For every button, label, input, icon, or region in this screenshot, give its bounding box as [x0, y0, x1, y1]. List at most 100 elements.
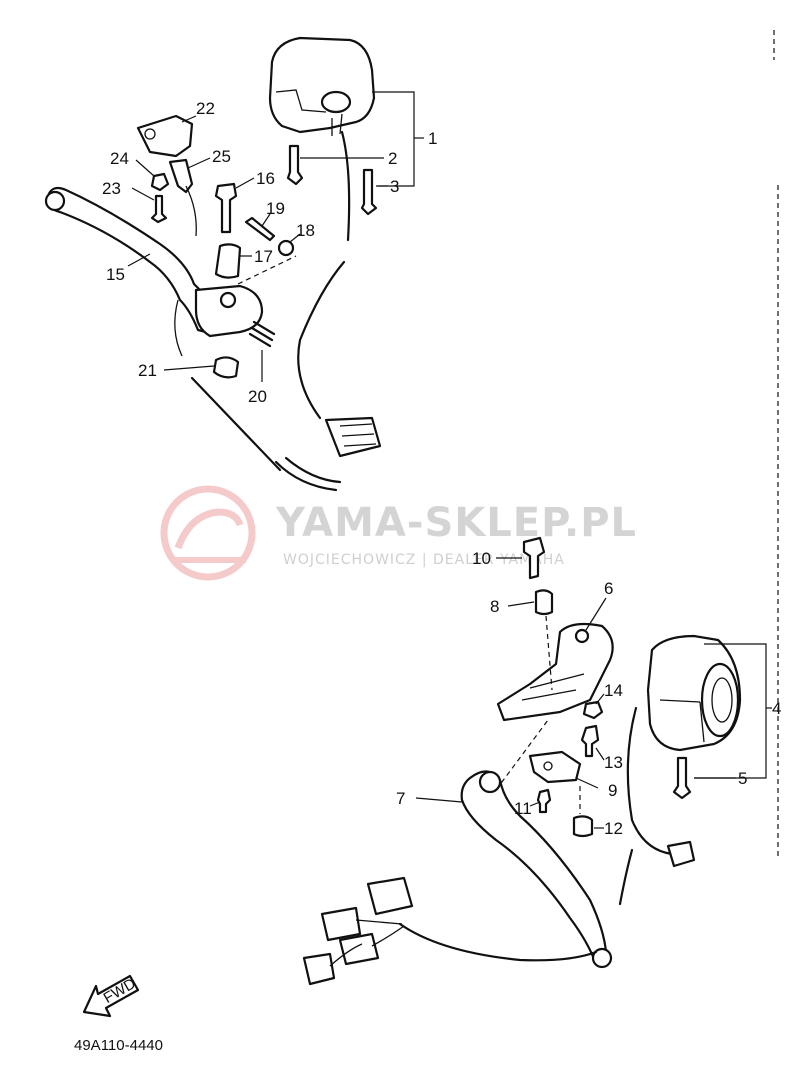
- leader-19: [261, 213, 271, 227]
- right-switch-connector: [666, 840, 696, 868]
- bolt-19: [244, 216, 276, 242]
- leader-8: [507, 601, 535, 607]
- callout-19: 19: [266, 199, 285, 218]
- throttle-opening: [700, 662, 740, 738]
- brake-harness: [398, 922, 598, 962]
- leader-9: [575, 777, 599, 789]
- callout-14: 14: [604, 681, 623, 700]
- callout-10: 10: [472, 549, 491, 568]
- collar-17: [214, 243, 242, 279]
- bracket-25: [168, 158, 194, 194]
- switch-stem: [331, 113, 343, 136]
- callout-16: 16: [256, 169, 275, 188]
- screw-13: [580, 724, 600, 758]
- watermark-logo: [160, 485, 256, 581]
- switch-knob: [320, 90, 352, 114]
- brake-switch-hole: [543, 761, 553, 771]
- left-handlebar-switch: [268, 36, 376, 134]
- leader-13: [595, 747, 605, 761]
- bolt-10: [522, 536, 546, 580]
- nut-14: [582, 700, 604, 720]
- callout-4: 4: [772, 699, 781, 718]
- brake-lever-holder: [496, 622, 614, 722]
- callout-25: 25: [212, 147, 231, 166]
- lower-switch-assembly: [302, 536, 742, 986]
- callout-12: 12: [604, 819, 623, 838]
- callout-23: 23: [102, 179, 121, 198]
- callout-6: 6: [604, 579, 613, 598]
- harness-upper: [618, 848, 634, 906]
- connector-pins: [339, 423, 377, 447]
- callout-18: 18: [296, 221, 315, 240]
- switch-wire: [340, 130, 351, 242]
- callout-24: 24: [110, 149, 129, 168]
- leader-15: [127, 253, 151, 267]
- harness-leads: [329, 919, 405, 967]
- switch-screw-3: [360, 168, 378, 216]
- callout-17: 17: [254, 247, 273, 266]
- callout-5: 5: [738, 769, 747, 788]
- right-switch-wire: [626, 706, 674, 856]
- leader-22: [181, 115, 197, 123]
- callout-20: 20: [248, 387, 267, 406]
- leader-18: [289, 233, 301, 243]
- leader-1-bracket: [372, 91, 415, 187]
- spring-20: [248, 320, 276, 348]
- clutch-switch-hole: [144, 128, 156, 140]
- switch-seam: [659, 699, 705, 743]
- assembly-line-18: [237, 255, 297, 285]
- switch-connector: [324, 416, 382, 458]
- callout-21: 21: [138, 361, 157, 380]
- harness-connector-b: [320, 906, 362, 942]
- leader-7: [415, 797, 463, 803]
- callout-22: 22: [196, 99, 215, 118]
- callout-13: 13: [604, 753, 623, 772]
- nut-18: [277, 239, 295, 257]
- nut-24: [150, 172, 170, 192]
- leader-6: [585, 597, 607, 631]
- holder-bolt: [219, 291, 237, 309]
- brake-switch-9: [528, 750, 582, 784]
- leader-11: [529, 801, 541, 807]
- leader-16: [235, 177, 255, 189]
- callout-1: 1: [428, 129, 437, 148]
- lever-ball-end: [44, 190, 66, 212]
- brake-lever-pivot: [478, 770, 502, 794]
- leader-23: [131, 187, 155, 201]
- diagram-code: 49A110-4440: [74, 1037, 163, 1054]
- callouts: 1 2 3 4 5 6 7 8 9 10 11 12 13 14 15 16 1…: [102, 99, 781, 838]
- switch-screw-5: [672, 756, 692, 800]
- cable-leads: [274, 456, 342, 492]
- switch-screw-2: [286, 144, 304, 186]
- clutch-switch: [136, 114, 194, 158]
- leader-24: [135, 159, 155, 177]
- callout-9: 9: [608, 781, 617, 800]
- upper-switch-assembly: [44, 36, 382, 492]
- lever-cable: [190, 376, 282, 472]
- callout-3: 3: [390, 177, 399, 196]
- watermark-subtitle: WOJCIECHOWICZ | DEALER YAMAHA: [283, 552, 565, 568]
- clutch-lever-holder: [194, 284, 264, 338]
- assembly-line-8: [545, 615, 553, 691]
- callout-11: 11: [514, 799, 532, 818]
- screw-23: [150, 194, 168, 224]
- fwd-arrow-icon: [82, 974, 140, 1018]
- assembly-line-7: [495, 719, 549, 791]
- switch-wire-lower: [297, 260, 346, 420]
- callout-7: 7: [396, 789, 405, 808]
- holder-pivot: [574, 628, 590, 644]
- callout-8: 8: [490, 597, 499, 616]
- bracket-wire: [185, 185, 197, 237]
- harness-connector-c: [338, 932, 380, 966]
- watermark: YAMA-SKLEP.PL WOJCIECHOWICZ | DEALER YAM…: [160, 485, 637, 581]
- holder-wire: [174, 299, 183, 357]
- watermark-title: YAMA-SKLEP.PL: [275, 500, 637, 546]
- harness-connector-d: [302, 952, 336, 986]
- harness-connector-a: [366, 876, 414, 916]
- collar-12: [572, 815, 594, 838]
- leader-14: [595, 693, 605, 705]
- callout-15: 15: [106, 265, 125, 284]
- callout-2: 2: [388, 149, 397, 168]
- grommet-21: [212, 356, 240, 379]
